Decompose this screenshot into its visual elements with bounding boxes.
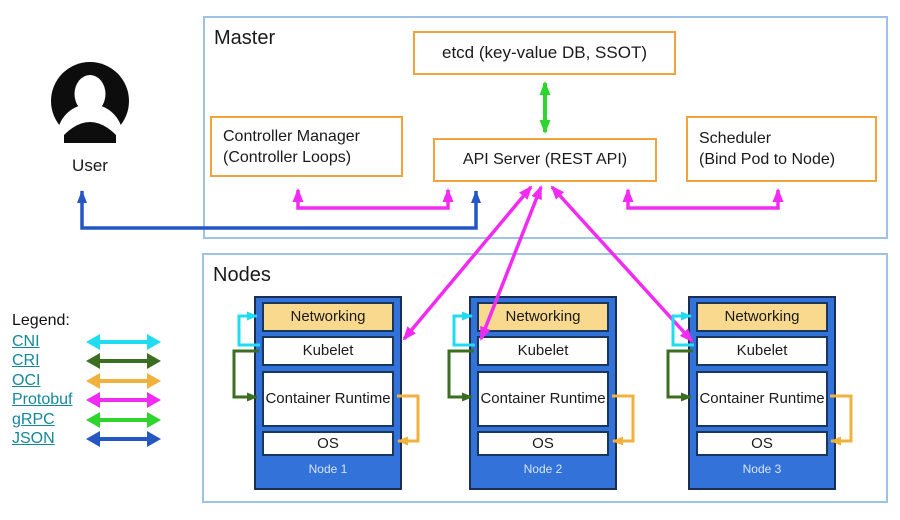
etcd-label: etcd (key-value DB, SSOT) [441, 43, 647, 62]
scheduler-label-line1: Scheduler [699, 130, 772, 147]
controller-manager-box: Controller Manager (Controller Loops) [210, 116, 403, 177]
node-1: Networking Kubelet Container Runtime OS … [254, 296, 402, 490]
oci-arrow-sample [86, 372, 161, 389]
node-2-container-runtime-layer: Container Runtime [477, 371, 609, 427]
master-title: Master [214, 27, 276, 49]
node-2: Networking Kubelet Container Runtime OS … [469, 296, 617, 490]
legend-row-protobuf: Protobuf [12, 391, 161, 411]
controller-manager-label-line1: Controller Manager [223, 127, 360, 145]
node-3-name: Node 3 [742, 462, 782, 476]
scheduler-box: Scheduler (Bind Pod to Node) [686, 116, 877, 182]
protobuf-arrow-sample [86, 392, 161, 409]
node-3-container-runtime-layer: Container Runtime [696, 371, 828, 427]
node-1-os-layer: OS [262, 431, 394, 456]
api-server-box: API Server (REST API) [433, 138, 657, 182]
legend-link-protobuf[interactable]: Protobuf [12, 391, 73, 409]
legend-row-grpc: gRPC [12, 410, 161, 430]
node-3-os-layer: OS [696, 431, 828, 456]
node-3-kubelet-layer: Kubelet [696, 336, 828, 366]
grpc-arrow-sample [86, 411, 161, 428]
legend-link-json[interactable]: JSON [12, 430, 55, 448]
controller-manager-label-line2: (Controller Loops) [223, 148, 352, 166]
node-1-name: Node 1 [308, 462, 348, 476]
node-3: Networking Kubelet Container Runtime OS … [688, 296, 836, 490]
legend-row-json: JSON [12, 430, 161, 450]
user-label: User [72, 156, 108, 175]
node-1-container-runtime-layer: Container Runtime [262, 371, 394, 427]
api-server-label: API Server (REST API) [462, 151, 628, 168]
node-2-kubelet-layer: Kubelet [477, 336, 609, 366]
legend-link-cni[interactable]: CNI [12, 332, 40, 350]
cni-arrow-sample [86, 333, 161, 350]
scheduler-label-line2: (Bind Pod to Node) [699, 151, 836, 168]
legend-title: Legend: [12, 312, 70, 329]
etcd-box: etcd (key-value DB, SSOT) [413, 31, 676, 75]
json-arrow-sample [86, 431, 161, 448]
legend-row-cni: CNI [12, 332, 161, 352]
legend-row-cri: CRI [12, 352, 161, 372]
user-icon [51, 62, 129, 143]
cri-arrow-sample [86, 353, 161, 370]
node-2-os-layer: OS [477, 431, 609, 456]
legend-link-oci[interactable]: OCI [12, 371, 41, 389]
node-1-networking-layer: Networking [262, 302, 394, 332]
legend-link-grpc[interactable]: gRPC [12, 410, 55, 428]
node-2-networking-layer: Networking [477, 302, 609, 332]
node-2-name: Node 2 [523, 462, 563, 476]
legend: Legend: CNI CRI OCI Protobuf gRPC JSON [12, 312, 161, 449]
legend-link-cri[interactable]: CRI [12, 352, 40, 370]
node-1-kubelet-layer: Kubelet [262, 336, 394, 366]
legend-row-oci: OCI [12, 371, 161, 391]
node-3-networking-layer: Networking [696, 302, 828, 332]
nodes-title: Nodes [213, 264, 271, 286]
